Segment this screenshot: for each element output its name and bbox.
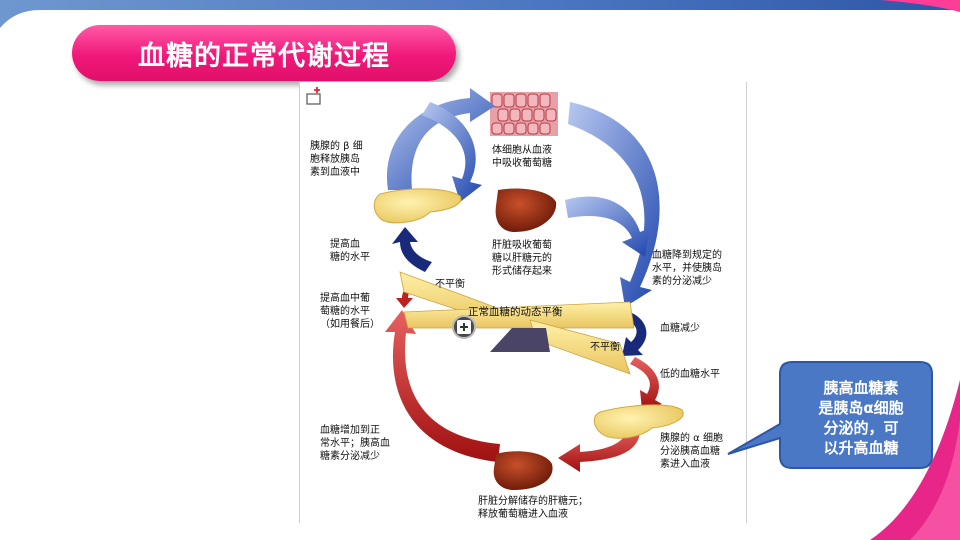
- zoom-add-icon[interactable]: [452, 315, 476, 339]
- add-image-icon[interactable]: [306, 87, 321, 105]
- label-raise-after-meal: 提高血中葡 萄糖的水平 （如用餐后）: [320, 293, 380, 330]
- red-arrow-to-liver-bottom: [558, 427, 640, 472]
- label-balance: 正常血糖的动态平衡: [468, 306, 563, 318]
- label-raise-level: 提高血 糖的水平: [330, 239, 370, 263]
- red-arrow-right-down: [630, 357, 662, 410]
- label-liver-release: 肝脏分解储存的肝糖元； 释放葡萄糖进入血液: [478, 496, 588, 520]
- label-imbalance-bottom: 不平衡: [590, 342, 620, 353]
- seesaw-fulcrum: [490, 328, 550, 352]
- top-decoration-band: [0, 0, 960, 28]
- diagram-art: [306, 87, 684, 490]
- pancreas-bottom-image: [593, 404, 684, 439]
- callout-bubble: [727, 361, 933, 469]
- label-low-level: 低的血糖水平: [660, 369, 720, 380]
- slide-title-banner: 血糖的正常代谢过程: [72, 25, 456, 81]
- label-cells-absorb: 体细胞从血液 中吸收葡萄糖: [492, 145, 552, 169]
- blue-arrow-to-liver: [422, 102, 482, 202]
- label-drop-normal: 血糖降到规定的 水平，并使胰岛 素的分泌减少: [652, 250, 722, 287]
- corner-decoration: [870, 380, 960, 540]
- body-cells-image: [490, 92, 558, 136]
- navy-arrow-blood-decrease: [622, 312, 647, 356]
- red-arrow-left-up: [385, 310, 500, 462]
- label-increase-normal: 血糖增加到正 常水平；胰高血 糖素分泌减少: [320, 425, 390, 462]
- liver-top-image: [495, 188, 557, 232]
- blue-arrow-right-down: [568, 102, 660, 307]
- navy-arrow-up-left: [392, 227, 432, 272]
- label-imbalance-top: 不平衡: [435, 279, 465, 290]
- label-alpha-secrete: 胰腺的 α 细胞 分泌胰高血糖 素进入血液: [660, 433, 723, 470]
- blue-arrow-mid-right: [565, 196, 650, 257]
- liver-bottom-image: [493, 451, 553, 490]
- label-beta-release: 胰腺的 β 细 胞释放胰岛 素到血液中: [310, 141, 363, 178]
- slide-title: 血糖的正常代谢过程: [138, 40, 390, 72]
- glucose-diagram: 体细胞从血液 中吸收葡萄糖 胰腺的 β 细 胞释放胰岛 素到血液中 肝脏吸收葡萄…: [299, 82, 747, 523]
- pancreas-top-image: [373, 188, 462, 224]
- callout-text: 胰高血糖素 是胰岛α细胞 分泌的，可 以升高血糖: [818, 379, 904, 457]
- label-glucose-decrease: 血糖减少: [660, 323, 700, 334]
- label-liver-store: 肝脏吸收葡萄 糖以肝糖元的 形式储存起来: [492, 240, 552, 277]
- blue-arrow-top-left: [386, 88, 495, 190]
